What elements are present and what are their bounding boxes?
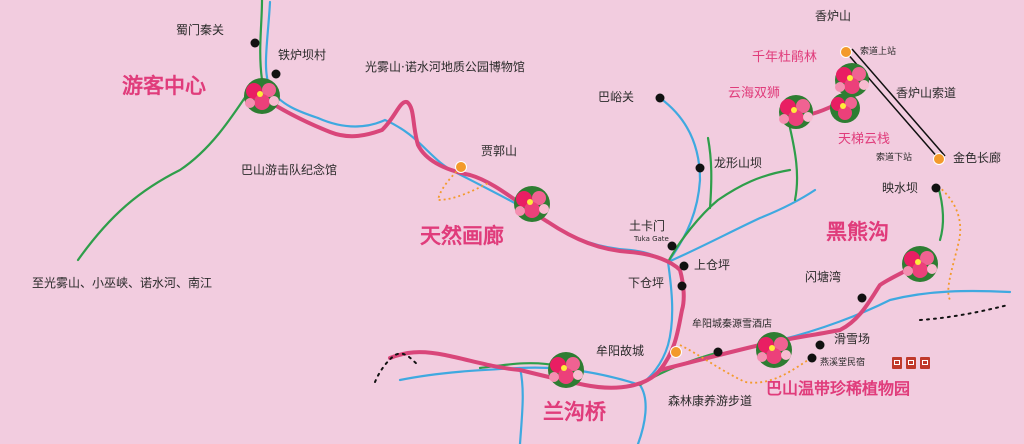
stop-shanmen-pass [250,38,260,48]
label-tielubo-village: 铁炉坝村 [278,48,327,62]
stop-shantang-bay [857,293,867,303]
label-jiaguo-mountain: 贾郭山 [481,144,518,158]
stop-hotel [713,347,723,357]
stop-tuka-gate [667,241,677,251]
main-road-east [658,260,922,372]
label-yingshui-dam: 映水坝 [882,181,919,195]
label-langou-bridge: 兰沟桥 [543,400,606,424]
stop-longxing-dam [695,163,705,173]
river-lower [518,366,524,444]
label-tuka-gate-en: Tuka Gate [634,235,669,243]
label-sky-ladder-plank: 天梯云栈 [838,132,891,147]
black-stops [250,38,941,363]
stop-xiacang-ping [677,281,687,291]
east-dotted-trail [919,304,1009,321]
green-path-ne [936,184,945,242]
stop-tielubo-village [271,69,281,79]
label-cloud-sea-lions: 云海双狮 [728,86,781,101]
label-guerrilla-memorial: 巴山游击队纪念馆 [241,163,338,177]
label-forest-trail: 森林康养游步道 [668,394,753,408]
green-path-azalea [788,126,799,202]
stop-shangcang-ping [679,261,689,271]
flower-azalea-forest [835,63,869,97]
stop-bayu-pass [655,93,665,103]
flower-black-bear [902,246,938,282]
golden-corridor-trail [937,185,962,301]
green-path-top [706,136,713,210]
flower-sky-ladder [830,93,860,123]
label-xianglu-mountain: 香炉山 [815,9,852,23]
stop-muyang-old-town [670,346,682,358]
flower-visitor-center [244,78,280,114]
flower-natural-gallery [514,186,550,222]
label-shanmen-pass: 蜀门秦关 [176,23,225,37]
river-southeast [636,383,647,444]
restaurant-icon [906,357,916,369]
flower-langou-bridge [548,352,584,388]
forest-trail [679,344,809,384]
stop-inn [807,353,817,363]
lodging-icon [920,357,930,369]
label-shangcang-ping: 上仓坪 [694,258,731,272]
label-museum: 光雾山·诺水河地质公园博物馆 [365,60,525,74]
green-path-west [76,88,252,262]
label-xiacang-ping: 下仓坪 [628,276,665,290]
label-bayu-pass: 巴峪关 [598,90,635,104]
black-trails [374,304,1009,383]
stop-jiaguo-mountain [455,161,467,173]
orange-trails [436,167,962,384]
river-south [638,260,674,387]
label-muyang-old-town: 牟阳故城 [596,344,645,358]
green-paths [76,0,945,387]
stop-yingshui-dam [931,183,941,193]
label-tuka-gate: 土卡门 [629,219,666,233]
label-to-destinations: 至光雾山、小巫峡、诺水河、南江 [32,276,213,290]
label-ski-field: 滑雪场 [834,332,871,346]
flower-clusters [244,63,938,388]
flower-cloud-sea-lions [779,95,813,129]
label-cableway-bottom: 索道下站 [876,153,913,163]
label-swallow-creek-inn: 燕溪堂民宿 [820,358,866,368]
label-shantang-bay: 闪塘湾 [805,270,842,284]
green-path-north [259,0,264,82]
stop-ski-field [815,340,825,350]
flower-botanical-garden [756,332,792,368]
parking-icon [892,357,902,369]
label-visitor-center: 游客中心 [122,74,206,98]
label-hotel: 牟阳城秦源雪酒店 [692,319,772,330]
label-xianglu-cableway: 香炉山索道 [896,86,957,100]
green-path-center [666,168,792,264]
label-longxing-dam: 龙形山坝 [714,156,763,170]
label-botanical-garden: 巴山温带珍稀植物园 [766,379,911,398]
river-east [666,188,817,264]
label-black-bear-gully: 黑熊沟 [826,220,889,244]
orange-stops [455,46,945,358]
stop-cableway-bottom [933,153,945,165]
stop-cableway-top [840,46,852,58]
main-road [253,90,686,390]
label-natural-gallery: 天然画廊 [420,224,504,248]
label-golden-corridor: 金色长廊 [953,151,1002,165]
label-azalea-forest: 千年杜鹃林 [752,50,818,65]
river-far-east [778,289,1012,342]
label-cableway-top: 索道上站 [860,47,897,57]
